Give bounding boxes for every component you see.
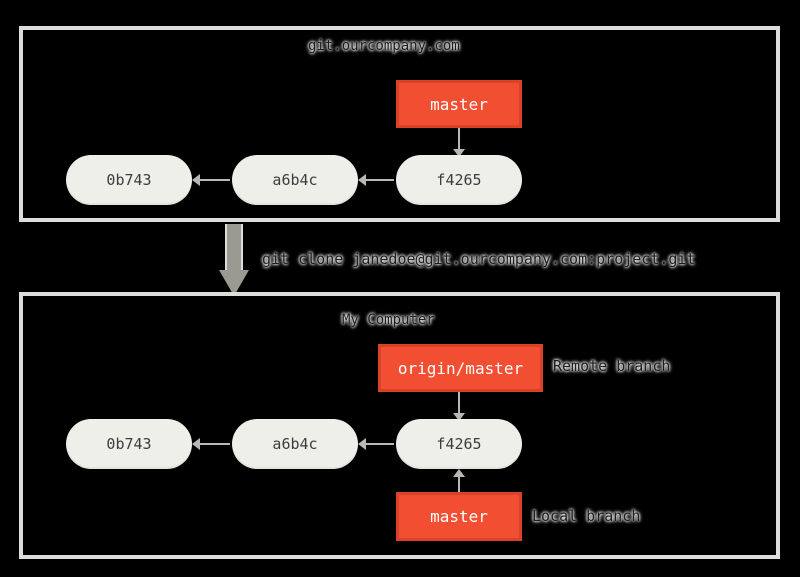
local-parent-arrow-1	[192, 438, 230, 450]
server-label: git.ourcompany.com	[308, 38, 460, 54]
clone-arrow	[225, 224, 243, 272]
server-branch-pointer-arrow	[453, 128, 465, 157]
local-master-branch: master	[396, 492, 522, 541]
remote-branch-caption: Remote branch	[553, 357, 671, 375]
computer-label: My Computer	[342, 312, 435, 328]
server-commit-0b743: 0b743	[66, 155, 192, 205]
clone-arrow-head	[219, 270, 249, 296]
remote-branch-origin-master: origin/master	[378, 344, 543, 392]
clone-command: git clone janedoe@git.ourcompany.com:pro…	[262, 250, 696, 268]
server-master-branch: master	[396, 80, 522, 128]
local-commit-a6b4c: a6b4c	[232, 419, 358, 469]
server-parent-arrow-2	[358, 174, 394, 186]
server-commit-f4265: f4265	[396, 155, 522, 205]
local-parent-arrow-2	[358, 438, 394, 450]
local-commit-f4265: f4265	[396, 419, 522, 469]
local-branch-caption: Local branch	[532, 507, 641, 525]
remote-branch-pointer-arrow	[453, 392, 465, 421]
server-commit-a6b4c: a6b4c	[232, 155, 358, 205]
local-branch-pointer-arrow	[453, 469, 465, 492]
server-parent-arrow-1	[192, 174, 230, 186]
local-commit-0b743: 0b743	[66, 419, 192, 469]
